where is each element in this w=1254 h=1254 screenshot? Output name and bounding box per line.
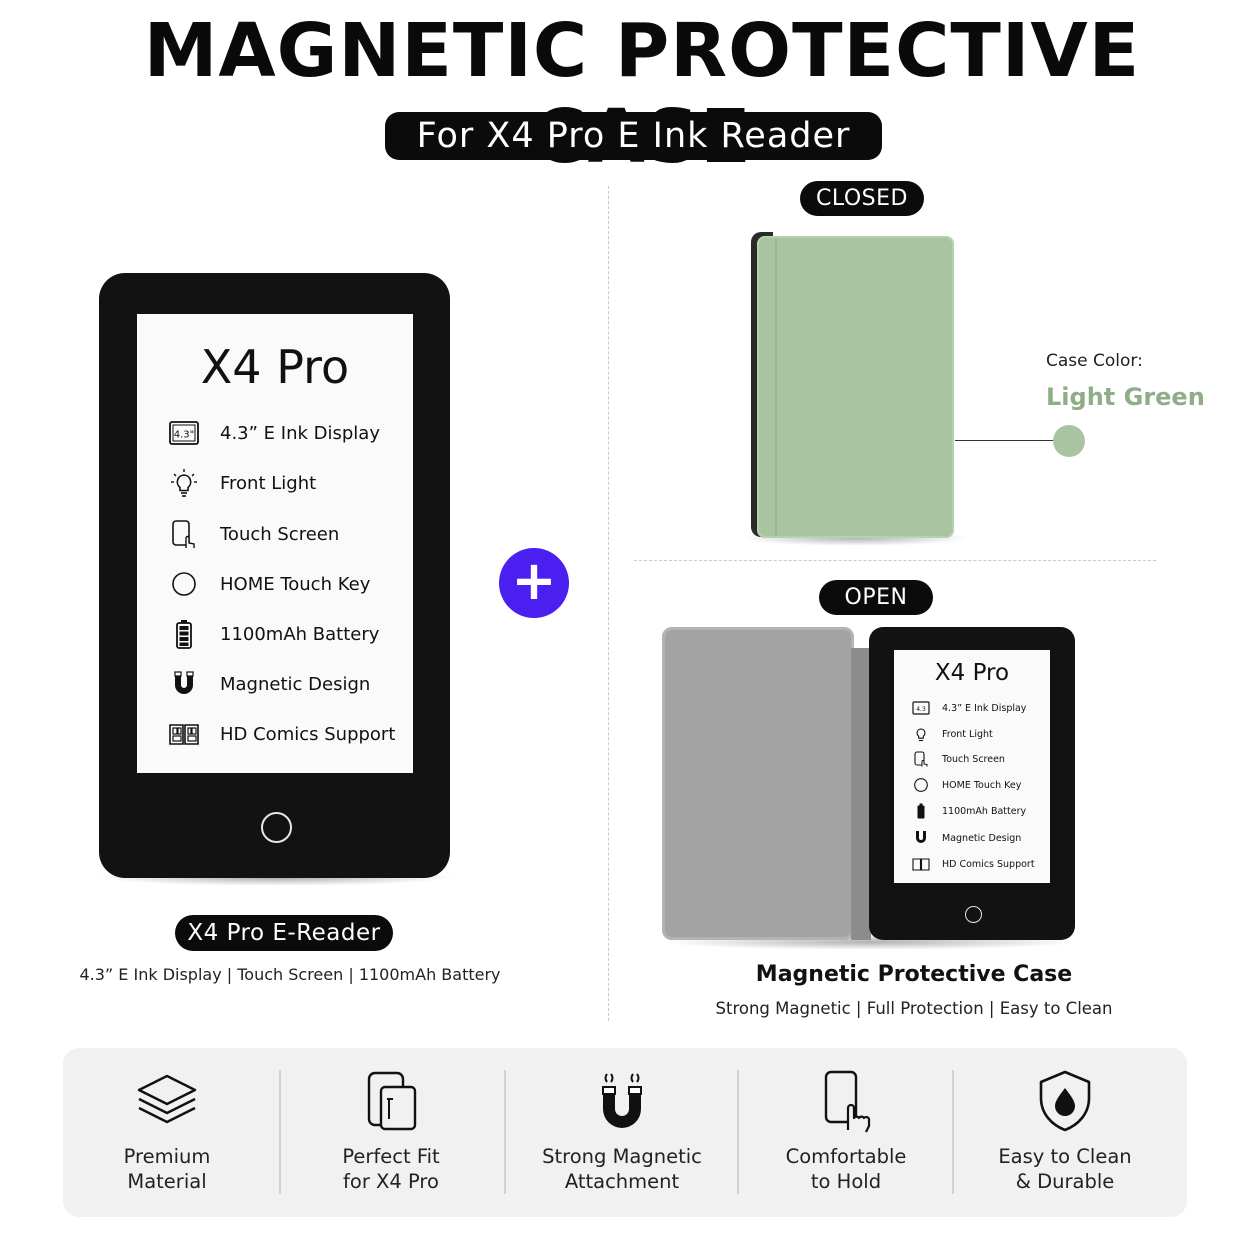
closed-case xyxy=(757,236,954,538)
case-specs: Strong Magnetic | Full Protection | Easy… xyxy=(715,999,1113,1018)
feature-label: Premium xyxy=(123,1145,211,1168)
case-title: Magnetic Protective Case xyxy=(755,962,1073,987)
feature-divider xyxy=(279,1070,281,1194)
feature-label: Magnetic Design xyxy=(220,673,371,695)
mini-feature-row: Front Light xyxy=(912,725,1042,743)
magnet-icon xyxy=(168,669,200,699)
display-size-icon: 4.3 xyxy=(912,700,930,716)
case-color-pointer xyxy=(955,440,1055,441)
svg-text:4.3: 4.3 xyxy=(916,706,926,713)
hand-hold-icon xyxy=(746,1064,946,1138)
mini-feature-label: Magnetic Design xyxy=(942,832,1022,844)
home-circle-icon xyxy=(912,777,930,793)
ereader-label: X4 Pro E-Reader xyxy=(175,915,393,951)
mini-feature-row: 1100mAh Battery xyxy=(912,802,1042,820)
closed-case-fold xyxy=(775,238,777,536)
open-home-key xyxy=(965,906,982,923)
open-device-name: X4 Pro xyxy=(934,660,1010,686)
horizontal-divider xyxy=(634,560,1156,561)
mini-feature-row: HD Comics Support xyxy=(912,855,1042,873)
mini-feature-row: Touch Screen xyxy=(912,750,1042,768)
mini-feature-label: 1100mAh Battery xyxy=(942,805,1027,817)
magnet-icon xyxy=(912,830,930,846)
open-case-cover xyxy=(662,627,854,940)
plus-icon: + xyxy=(499,548,569,618)
feature-label: HOME Touch Key xyxy=(220,573,371,595)
mini-feature-row: 4.3 4.3” E Ink Display xyxy=(912,699,1042,717)
mini-feature-label: HOME Touch Key xyxy=(942,779,1022,791)
feature-divider xyxy=(504,1070,506,1194)
phone-fit-icon xyxy=(291,1064,491,1138)
shield-drop-icon xyxy=(965,1064,1165,1138)
feature-label: Comfortable xyxy=(785,1145,907,1168)
mini-feature-label: HD Comics Support xyxy=(942,858,1035,870)
feature-label: Easy to Clean xyxy=(998,1145,1132,1168)
feature-divider xyxy=(737,1070,739,1194)
mini-feature-row: HOME Touch Key xyxy=(912,776,1042,794)
mini-feature-label: Front Light xyxy=(942,728,993,740)
feature-row-home: HOME Touch Key xyxy=(168,569,408,599)
comic-book-icon xyxy=(912,856,930,872)
case-color-swatch xyxy=(1053,425,1085,457)
open-case-hinge xyxy=(851,648,871,940)
mini-feature-label: 4.3” E Ink Display xyxy=(942,702,1027,714)
feature-label: for X4 Pro xyxy=(343,1170,439,1193)
magnet-icon xyxy=(522,1064,722,1138)
battery-icon xyxy=(912,803,930,819)
feature-label: Front Light xyxy=(220,472,317,494)
ereader-specs: 4.3” E Ink Display | Touch Screen | 1100… xyxy=(79,965,501,984)
touch-screen-icon xyxy=(168,519,200,549)
feature-label: & Durable xyxy=(1015,1170,1115,1193)
display-size-icon: 4.3" xyxy=(168,418,200,448)
ereader-screen xyxy=(137,314,413,773)
comic-book-icon xyxy=(168,719,200,749)
feature-row-magnet: Magnetic Design xyxy=(168,669,408,699)
feature-label: Attachment xyxy=(564,1170,680,1193)
feature-label: Perfect Fit xyxy=(342,1145,440,1168)
home-key xyxy=(261,812,292,843)
svg-text:4.3": 4.3" xyxy=(174,430,195,441)
battery-icon xyxy=(168,619,200,649)
device-name: X4 Pro xyxy=(200,340,350,394)
feature-label: to Hold xyxy=(810,1170,882,1193)
feature-row-touch: Touch Screen xyxy=(168,519,408,549)
feature-divider xyxy=(952,1070,954,1194)
feature-label: 1100mAh Battery xyxy=(220,623,380,645)
feature-row-display: 4.3" 4.3” E Ink Display xyxy=(168,418,408,448)
case-color-value: Light Green xyxy=(1046,383,1205,411)
layers-icon xyxy=(67,1064,267,1138)
closed-label: CLOSED xyxy=(800,181,924,216)
vertical-divider xyxy=(608,186,609,1021)
light-bulb-icon xyxy=(912,726,930,742)
feature-easy-clean: Easy to Clean& Durable xyxy=(965,1064,1165,1194)
subtitle-banner: For X4 Pro E Ink Reader xyxy=(385,112,882,160)
open-label: OPEN xyxy=(819,580,933,615)
feature-label: Strong Magnetic xyxy=(542,1145,702,1168)
touch-screen-icon xyxy=(912,751,930,767)
case-color-label: Case Color: xyxy=(1046,351,1143,371)
features-panel xyxy=(63,1048,1187,1217)
mini-feature-row: Magnetic Design xyxy=(912,829,1042,847)
feature-label: Touch Screen xyxy=(220,523,340,545)
feature-row-battery: 1100mAh Battery xyxy=(168,619,408,649)
feature-label: Material xyxy=(127,1170,207,1193)
feature-label: 4.3” E Ink Display xyxy=(220,422,380,444)
light-bulb-icon xyxy=(168,468,200,498)
mini-feature-label: Touch Screen xyxy=(942,753,1005,765)
feature-row-comics: HD Comics Support xyxy=(168,719,408,749)
feature-row-light: Front Light xyxy=(168,468,408,498)
open-ereader-screen xyxy=(894,650,1050,883)
home-circle-icon xyxy=(168,569,200,599)
feature-label: HD Comics Support xyxy=(220,723,396,745)
